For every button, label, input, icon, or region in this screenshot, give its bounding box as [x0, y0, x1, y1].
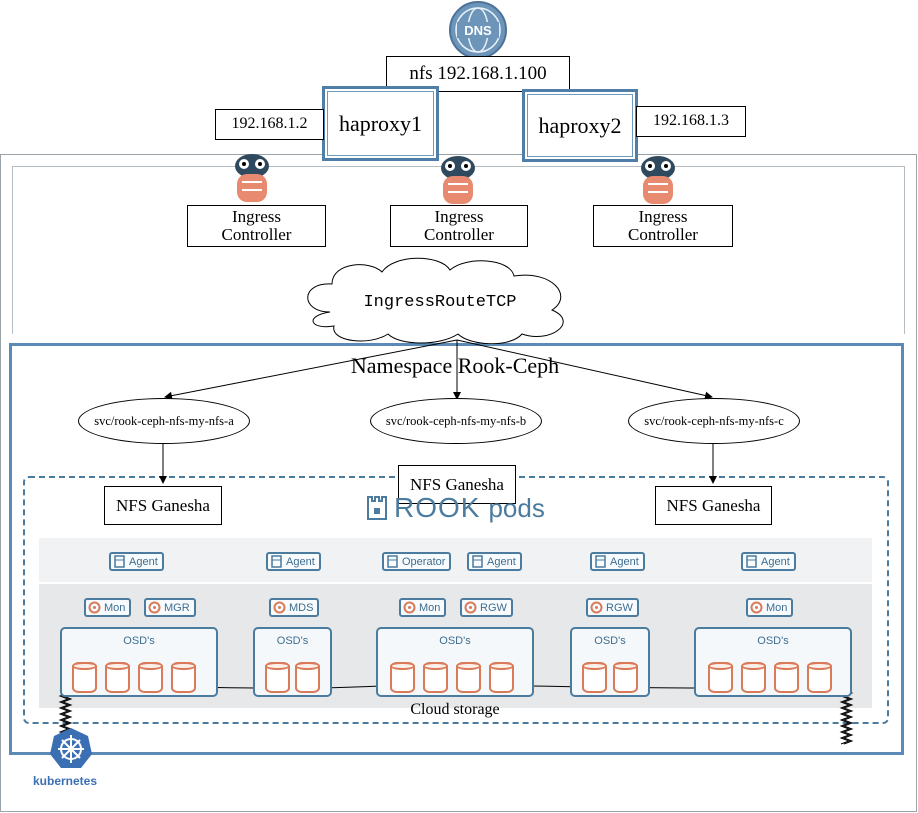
disk-icon [105, 662, 130, 693]
osd-group-4: OSD's [570, 627, 650, 697]
dns-globe-icon: DNS [449, 1, 507, 59]
box-icon [386, 555, 399, 568]
disk-icon [582, 662, 607, 693]
ceph-icon [88, 601, 101, 614]
osd-group-1: OSD's [60, 627, 218, 697]
disk-icon [423, 662, 448, 693]
disk-icon [138, 662, 163, 693]
box-icon [270, 555, 283, 568]
rgw-pill: RGW [586, 598, 639, 617]
namespace-title: Namespace Rook-Ceph [350, 353, 560, 378]
disk-icon [72, 662, 97, 693]
osd-label: OSD's [594, 635, 626, 647]
mon-pill: Mon [399, 598, 447, 617]
traefik-mascot-icon [641, 156, 675, 204]
rook-pods-label: pods [488, 492, 545, 523]
cluster-frame [0, 154, 917, 812]
haproxy1-ip: 192.168.1.2 [215, 109, 324, 140]
agent-pill: Agent [590, 552, 645, 571]
disk-icon [295, 662, 320, 693]
osd-group-3: OSD's [376, 627, 534, 697]
ingress-controller-3: Ingress Controller [593, 205, 733, 247]
rook-castle-icon [367, 496, 387, 520]
nfs-ganesha-a: NFS Ganesha [104, 486, 222, 525]
rgw-pill: RGW [460, 598, 513, 617]
ceph-icon [750, 601, 763, 614]
box-icon [594, 555, 607, 568]
ceph-icon [403, 601, 416, 614]
kubernetes-label: kubernetes [33, 774, 98, 788]
osd-label: OSD's [123, 635, 155, 647]
arrow-to-svc-c [456, 339, 713, 400]
osd-group-5: OSD's [694, 627, 852, 697]
osd-label: OSD's [439, 635, 471, 647]
agent-pill: Agent [467, 552, 522, 571]
disk-icon [774, 662, 799, 693]
nfs-ganesha-c: NFS Ganesha [655, 486, 772, 525]
disk-icon [741, 662, 766, 693]
box-icon [113, 555, 126, 568]
service-b: svc/rook-ceph-nfs-my-nfs-b [370, 398, 542, 444]
ingress-controller-1: Ingress Controller [187, 205, 326, 247]
ingress-route-cloud: IngressRouteTCP [307, 257, 564, 344]
osd-label: OSD's [757, 635, 789, 647]
traefik-mascot-icon [235, 154, 269, 202]
ceph-icon [464, 601, 477, 614]
osd-label: OSD's [276, 635, 309, 647]
dns-label: DNS [464, 23, 492, 38]
haproxy1-box: haproxy1 [322, 86, 439, 161]
disk-icon [708, 662, 733, 693]
agent-pill: Agent [741, 552, 796, 571]
disk-icon [265, 662, 290, 693]
nfs-ganesha-b: NFS Ganesha [398, 465, 516, 504]
rook-logo: ROOK pods [366, 492, 545, 524]
traefik-mascot-icon [441, 156, 475, 204]
haproxy1-label: haproxy1 [338, 110, 423, 136]
cloud-storage-label: Cloud storage [410, 701, 500, 718]
haproxy2-label: haproxy2 [538, 112, 622, 138]
disk-icon [456, 662, 481, 693]
mds-pill: MDS [269, 598, 320, 617]
disk-icon [807, 662, 832, 693]
operator-pill: Operator [382, 552, 452, 571]
haproxy2-box: haproxy2 [522, 89, 638, 162]
agent-pill: Agent [109, 552, 164, 571]
ingress-route-label: IngressRouteTCP [363, 293, 516, 312]
ceph-icon [590, 601, 603, 614]
mon-pill: Mon [746, 598, 794, 617]
rook-logo-text: ROOK [394, 492, 481, 523]
agent-band [39, 538, 872, 582]
right-spring [839, 689, 854, 745]
box-icon [745, 555, 758, 568]
ceph-icon [273, 601, 286, 614]
kubernetes-helm-icon [50, 728, 92, 768]
disk-icon [489, 662, 514, 693]
mgr-pill: MGR [144, 598, 196, 617]
box-icon [471, 555, 484, 568]
agent-pill: Agent [266, 552, 321, 571]
arrow-to-svc-a [164, 339, 458, 400]
service-c: svc/rook-ceph-nfs-my-nfs-c [628, 398, 800, 444]
service-a: svc/rook-ceph-nfs-my-nfs-a [78, 398, 250, 444]
disk-icon [171, 662, 196, 693]
disk-icon [613, 662, 638, 693]
osd-group-2: OSD's [253, 627, 332, 697]
mon-pill: Mon [84, 598, 132, 617]
disk-icon [390, 662, 415, 693]
ceph-icon [148, 601, 161, 614]
haproxy2-ip: 192.168.1.3 [636, 106, 746, 137]
ingress-controller-2: Ingress Controller [390, 205, 528, 247]
